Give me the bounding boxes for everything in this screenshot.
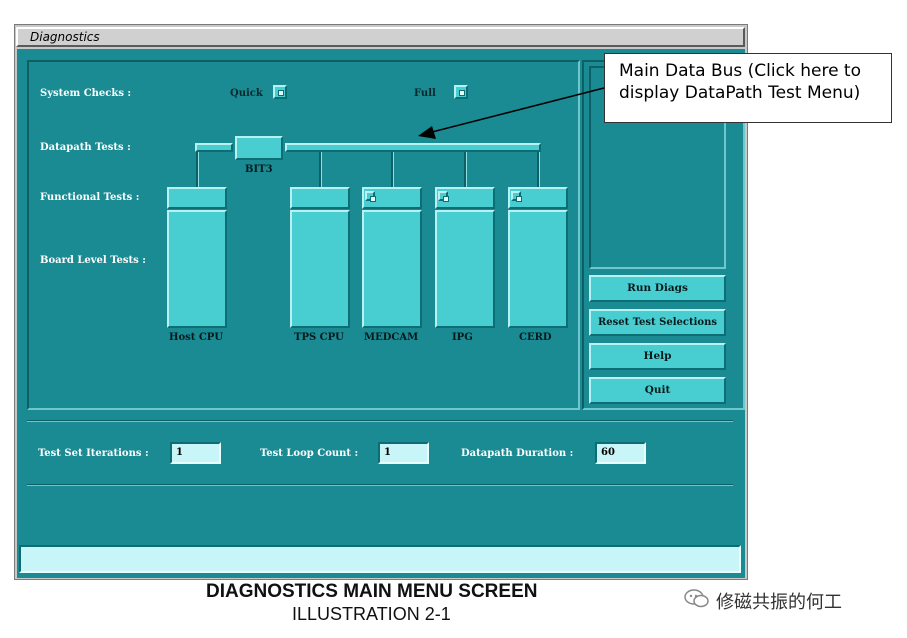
test-loop-count-label: Test Loop Count :: [260, 448, 359, 459]
datapath-tests-label: Datapath Tests :: [40, 142, 131, 153]
test-selection-panel: [27, 60, 580, 410]
watermark-text: 修磁共振的何工: [716, 592, 842, 613]
board-label-cerd: CERD: [519, 332, 552, 343]
main-data-bus-callout: Main Data Bus (Click here to display Dat…: [604, 53, 892, 123]
window-titlebar[interactable]: Diagnostics: [16, 27, 745, 47]
window-title: Diagnostics: [30, 30, 100, 44]
functional-test-ipg[interactable]: [435, 187, 495, 209]
board-level-tests-label: Board Level Tests :: [40, 255, 146, 266]
separator: [27, 420, 733, 422]
datapath-duration-label: Datapath Duration :: [461, 448, 574, 459]
functional-test-medcam[interactable]: [362, 187, 422, 209]
board-label-host-cpu: Host CPU: [169, 332, 224, 343]
system-checks-label: System Checks :: [40, 88, 132, 99]
board-test-ipg[interactable]: [435, 210, 495, 328]
datapath-duration-input[interactable]: 60: [595, 442, 646, 464]
functional-test-tps-cpu[interactable]: [290, 187, 350, 209]
bit3-button[interactable]: [235, 136, 283, 160]
quick-label: Quick: [230, 88, 263, 99]
functional-test-host-cpu[interactable]: [167, 187, 227, 209]
datapath-bus-left[interactable]: [195, 143, 233, 152]
bus-connector: [319, 152, 322, 187]
run-diags-button[interactable]: Run Diags: [589, 275, 726, 302]
bus-connector: [464, 152, 467, 187]
board-test-medcam[interactable]: [362, 210, 422, 328]
functional-tests-label: Functional Tests :: [40, 192, 140, 203]
help-button[interactable]: Help: [589, 343, 726, 370]
bit3-label: BIT3: [245, 164, 273, 175]
full-label: Full: [414, 88, 436, 99]
caption-title: DIAGNOSTICS MAIN MENU SCREEN: [206, 581, 538, 602]
main-data-bus[interactable]: [285, 143, 541, 152]
board-label-ipg: IPG: [452, 332, 473, 343]
quick-checkbox[interactable]: [273, 85, 287, 99]
test-set-iterations-label: Test Set Iterations :: [38, 448, 149, 459]
bus-connector: [196, 152, 199, 187]
test-set-iterations-input[interactable]: 1: [170, 442, 221, 464]
board-test-cerd[interactable]: [508, 210, 568, 328]
bus-connector: [537, 152, 540, 187]
reset-test-selections-button[interactable]: Reset Test Selections: [589, 309, 726, 336]
medcam-checkbox[interactable]: [365, 191, 376, 202]
status-bar: [19, 545, 741, 573]
functional-test-cerd[interactable]: [508, 187, 568, 209]
ipg-checkbox[interactable]: [438, 191, 449, 202]
caption-subtitle: ILLUSTRATION 2-1: [292, 604, 451, 624]
separator: [27, 484, 733, 486]
board-label-medcam: MEDCAM: [364, 332, 419, 343]
full-checkbox[interactable]: [454, 85, 468, 99]
cerd-checkbox[interactable]: [511, 191, 522, 202]
quit-button[interactable]: Quit: [589, 377, 726, 404]
wechat-icon: [684, 588, 710, 610]
board-test-tps-cpu[interactable]: [290, 210, 350, 328]
board-label-tps-cpu: TPS CPU: [294, 332, 344, 343]
test-loop-count-input[interactable]: 1: [378, 442, 429, 464]
bus-connector: [391, 152, 394, 187]
board-test-host-cpu[interactable]: [167, 210, 227, 328]
